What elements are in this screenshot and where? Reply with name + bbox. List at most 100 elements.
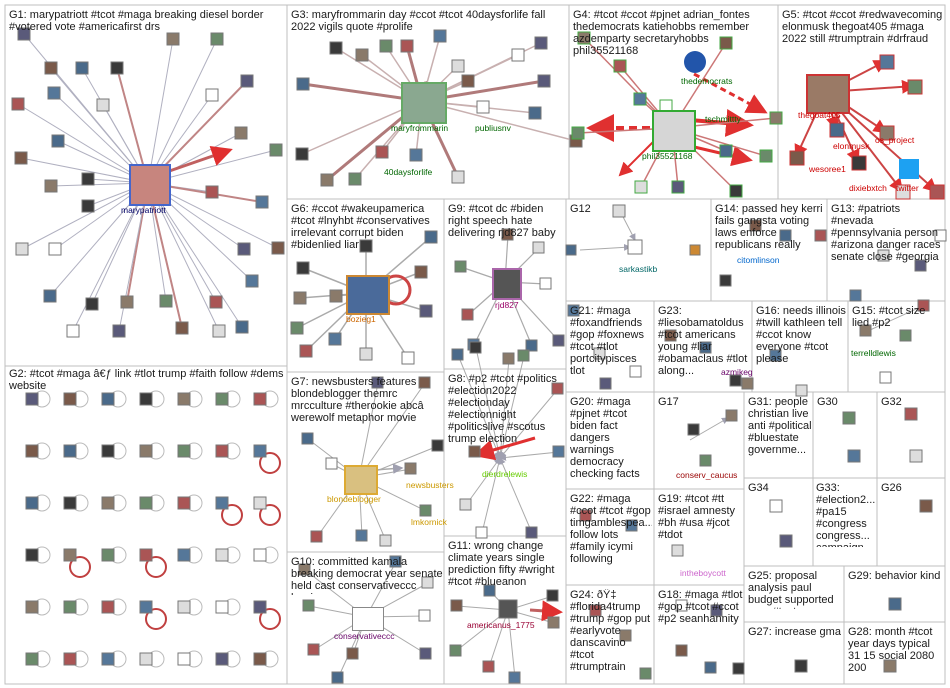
node-avatar-23[interactable] (85, 297, 99, 311)
node-avatar-162[interactable] (741, 377, 754, 390)
node-avatar-132[interactable] (532, 241, 545, 254)
node-avatar-81[interactable] (400, 39, 414, 53)
node-avatar-67[interactable] (177, 600, 191, 614)
node-avatar-200[interactable] (687, 423, 700, 436)
node-avatar-222[interactable] (794, 659, 808, 673)
node-avatar-84[interactable] (511, 48, 525, 62)
node-avatar-137[interactable] (627, 239, 643, 255)
node-avatar-215[interactable] (904, 407, 918, 421)
node-avatar-152[interactable] (769, 349, 782, 362)
node-avatar-93[interactable] (451, 170, 465, 184)
node-avatar-220[interactable] (919, 499, 933, 513)
node-avatar-140[interactable] (689, 244, 701, 256)
node-avatar-126[interactable] (424, 230, 438, 244)
node-avatar-108[interactable] (759, 149, 773, 163)
node-avatar-167[interactable] (404, 462, 417, 475)
node-avatar-19[interactable] (48, 242, 62, 256)
node-avatar-203[interactable] (579, 509, 592, 522)
node-avatar-197[interactable] (482, 660, 495, 673)
node-avatar-0[interactable] (17, 27, 31, 41)
node-avatar-101[interactable] (634, 180, 648, 194)
node-avatar-54[interactable] (215, 496, 229, 510)
node-avatar-64[interactable] (63, 600, 77, 614)
node-avatar-114[interactable] (929, 184, 945, 200)
node-avatar-17[interactable] (255, 195, 269, 209)
node-avatar-65[interactable] (101, 600, 115, 614)
node-avatar-206[interactable] (675, 599, 688, 612)
node-avatar-201[interactable] (725, 409, 738, 422)
node-avatar-128[interactable] (329, 289, 343, 303)
node-avatar-161[interactable] (729, 374, 742, 387)
node-avatar-3[interactable] (110, 61, 124, 75)
hub-avatar-thegoat405[interactable] (806, 74, 850, 114)
node-avatar-63[interactable] (25, 600, 39, 614)
node-avatar-41[interactable] (253, 392, 267, 406)
node-avatar-24[interactable] (120, 295, 134, 309)
node-avatar-100[interactable] (633, 92, 647, 106)
node-avatar-49[interactable] (25, 496, 39, 510)
node-avatar-50[interactable] (63, 496, 77, 510)
node-avatar-188[interactable] (418, 609, 431, 622)
node-avatar-40[interactable] (215, 392, 229, 406)
node-avatar-73[interactable] (139, 652, 153, 666)
node-avatar-187[interactable] (421, 576, 434, 589)
node-avatar-212[interactable] (639, 667, 652, 680)
node-avatar-58[interactable] (101, 548, 115, 562)
hub-avatar-marypatriott[interactable] (129, 164, 171, 206)
node-avatar-96[interactable] (461, 74, 475, 88)
node-avatar-118[interactable] (293, 291, 307, 305)
node-avatar-62[interactable] (253, 548, 267, 562)
node-avatar-141[interactable] (814, 229, 827, 242)
node-avatar-159[interactable] (664, 329, 677, 342)
node-avatar-168[interactable] (419, 504, 432, 517)
node-avatar-39[interactable] (177, 392, 191, 406)
node-avatar-117[interactable] (296, 261, 310, 275)
node-avatar-30[interactable] (112, 324, 126, 338)
node-avatar-204[interactable] (625, 519, 638, 532)
node-avatar-5[interactable] (210, 32, 224, 46)
node-avatar-177[interactable] (551, 382, 564, 395)
node-avatar-164[interactable] (418, 376, 431, 389)
node-avatar-219[interactable] (779, 534, 793, 548)
node-avatar-139[interactable] (565, 244, 577, 256)
node-avatar-193[interactable] (483, 584, 496, 597)
node-avatar-214[interactable] (842, 411, 856, 425)
node-avatar-189[interactable] (419, 647, 432, 660)
node-avatar-77[interactable] (296, 77, 310, 91)
node-avatar-172[interactable] (325, 457, 338, 470)
node-avatar-151[interactable] (917, 299, 930, 312)
node-avatar-1[interactable] (44, 61, 58, 75)
node-avatar-2[interactable] (75, 61, 89, 75)
node-avatar-47[interactable] (215, 444, 229, 458)
node-avatar-87[interactable] (528, 106, 542, 120)
node-avatar-48[interactable] (253, 444, 267, 458)
node-avatar-61[interactable] (215, 548, 229, 562)
node-avatar-97[interactable] (577, 31, 591, 45)
node-avatar-57[interactable] (63, 548, 77, 562)
node-avatar-178[interactable] (552, 445, 565, 458)
node-avatar-88[interactable] (295, 147, 309, 161)
node-avatar-125[interactable] (414, 265, 428, 279)
node-avatar-66[interactable] (139, 600, 153, 614)
node-avatar-28[interactable] (212, 324, 226, 338)
node-avatar-217[interactable] (909, 449, 923, 463)
node-avatar-148[interactable] (719, 274, 732, 287)
node-avatar-171[interactable] (379, 534, 392, 547)
node-avatar-90[interactable] (348, 172, 362, 186)
node-avatar-150[interactable] (899, 329, 912, 342)
node-avatar-11[interactable] (14, 151, 28, 165)
hub-avatar-maryfrommarin[interactable] (401, 82, 447, 124)
node-avatar-82[interactable] (433, 29, 447, 43)
node-avatar-91[interactable] (375, 145, 389, 159)
node-avatar-55[interactable] (253, 496, 267, 510)
node-avatar-113[interactable] (907, 79, 923, 95)
node-avatar-103[interactable] (671, 180, 685, 194)
node-avatar-196[interactable] (449, 644, 462, 657)
node-avatar-146[interactable] (749, 219, 762, 232)
node-avatar-134[interactable] (552, 334, 565, 347)
node-avatar-21[interactable] (271, 241, 285, 255)
node-avatar-145[interactable] (914, 259, 927, 272)
node-avatar-26[interactable] (209, 295, 223, 309)
node-avatar-207[interactable] (710, 604, 723, 617)
node-avatar-42[interactable] (25, 444, 39, 458)
